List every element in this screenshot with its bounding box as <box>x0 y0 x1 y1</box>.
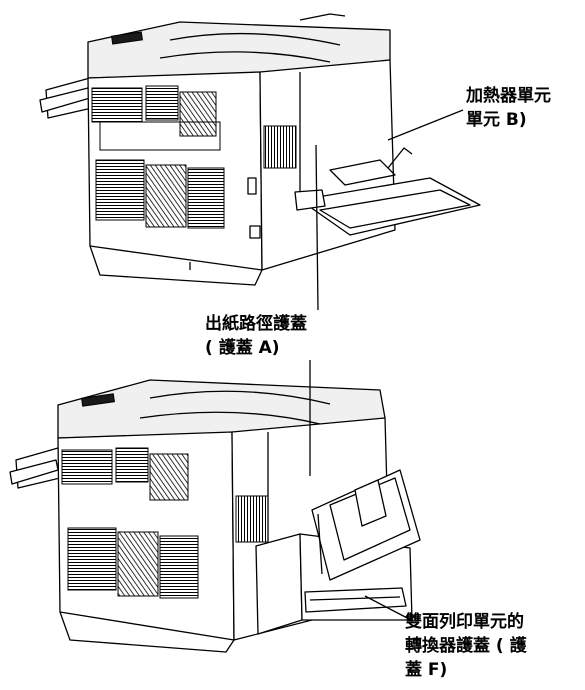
label-fuser-line1: 加熱器單元 <box>466 86 551 106</box>
leader-line-cover-f <box>364 595 414 622</box>
label-cover-a-line2: ( 護蓋 A) <box>205 338 280 358</box>
printer-top-view <box>39 13 481 286</box>
leader-line-fuser <box>387 109 464 141</box>
label-cover-f-line2: 轉換器護蓋 ( 護 <box>405 636 527 656</box>
label-fuser-line2: 單元 B) <box>466 110 527 130</box>
label-cover-f-line1: 雙面列印單元的 <box>405 612 524 632</box>
printer-bottom-view <box>9 379 421 653</box>
label-cover-a-line1: 出紙路徑護蓋 <box>205 314 307 334</box>
leader-line-cover-a-top <box>315 144 319 311</box>
label-cover-f-line3: 蓋 F) <box>405 660 448 680</box>
